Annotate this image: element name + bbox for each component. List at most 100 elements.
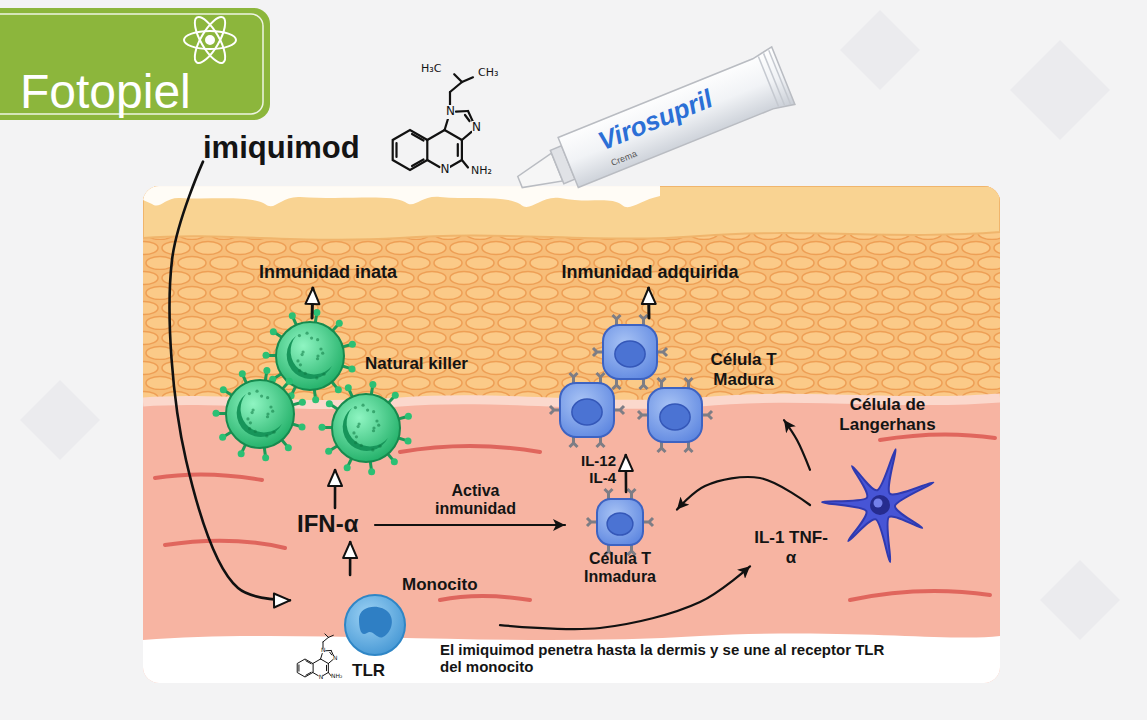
nk-granule xyxy=(357,422,360,425)
nk-spike-tip xyxy=(262,454,269,461)
nk-granule xyxy=(251,408,254,411)
nk-cell xyxy=(319,381,412,475)
nk-spike-tip xyxy=(313,309,320,316)
nk-spike-tip xyxy=(319,424,326,431)
atom-label: H₃C xyxy=(421,63,441,76)
monocyte-nucleus xyxy=(359,607,392,638)
nk-spike-tip xyxy=(285,444,292,451)
nk-spike-tip xyxy=(345,384,352,391)
nk-granule xyxy=(266,396,269,399)
t-cell xyxy=(593,315,667,389)
atom-label: N xyxy=(319,674,324,681)
immunity-label: Inmunidad inata xyxy=(228,260,430,288)
nk-nucleus xyxy=(237,394,282,437)
illustration-part xyxy=(143,186,660,207)
t-receptor xyxy=(587,518,597,526)
nk-granule xyxy=(371,448,374,451)
t-receptor xyxy=(685,378,693,388)
nk-granule xyxy=(352,431,355,434)
illustration-part xyxy=(393,74,474,170)
illustration-part xyxy=(840,10,920,90)
nk-granule xyxy=(246,417,249,420)
t-receptor xyxy=(640,379,648,389)
nk-granule xyxy=(354,406,357,409)
nk-granule xyxy=(372,429,375,432)
illustration-part xyxy=(165,541,285,548)
node-text: Fotopiel xyxy=(20,64,191,119)
nk-granule xyxy=(354,441,357,444)
illustration-part xyxy=(189,13,231,67)
nk-granule xyxy=(360,444,363,447)
nk-spike-tip xyxy=(239,370,246,377)
langerhans-node: Célula de Langerhans xyxy=(810,395,967,565)
illustration-part xyxy=(143,186,1000,240)
nk-spike-tip xyxy=(286,378,293,385)
nk-granule xyxy=(272,431,275,434)
illustration-part xyxy=(206,36,214,44)
t-receptor xyxy=(658,378,666,388)
illustration-part xyxy=(155,434,995,600)
t-receptor xyxy=(638,411,648,419)
illustration-part xyxy=(0,8,270,120)
illustration-part xyxy=(557,47,795,191)
nk-granule xyxy=(372,426,375,429)
nk-cell-group: Natural killer xyxy=(215,318,510,470)
node-text: IL-1 TNF-α xyxy=(750,528,832,567)
illustration-part xyxy=(758,50,791,108)
nk-spike-tip xyxy=(270,328,277,335)
edge-label: Activa inmunidad xyxy=(418,482,533,519)
atom-label: CH₃ xyxy=(478,67,498,80)
nk-spike-tip xyxy=(219,434,226,441)
nk-granule xyxy=(355,435,358,438)
nk-granule xyxy=(319,347,322,350)
atom-label: N xyxy=(333,655,338,662)
nk-granule xyxy=(255,390,258,393)
nk-nucleus xyxy=(343,408,388,451)
langerhans-nucleus xyxy=(870,495,890,515)
nk-cell xyxy=(213,367,306,461)
nk-granule xyxy=(304,372,307,375)
node-text: Célula T Madura xyxy=(705,350,782,389)
t-receptor xyxy=(643,518,653,526)
illustration-part xyxy=(143,186,1000,403)
illustration-part xyxy=(20,380,100,460)
nk-granule xyxy=(322,373,325,376)
illustration-part xyxy=(880,434,995,440)
illustration-part xyxy=(155,474,262,480)
t-receptor xyxy=(658,442,666,452)
edge-label: IL-12 IL-4 xyxy=(566,452,616,487)
nk-granule xyxy=(321,352,324,355)
nk-spike-tip xyxy=(289,312,296,319)
t-cell xyxy=(550,373,624,447)
t-nucleus xyxy=(607,513,633,535)
nk-spike-tip xyxy=(391,458,398,465)
nk-granule xyxy=(298,369,301,372)
t-nucleus xyxy=(660,404,690,430)
arrow-connector xyxy=(624,455,627,492)
nk-body xyxy=(276,322,344,390)
atom-label: N xyxy=(441,163,450,177)
t-body xyxy=(560,383,614,437)
nk-granule xyxy=(310,336,313,339)
illustration-part xyxy=(143,186,1000,683)
t-receptor xyxy=(597,437,605,447)
nk-granule xyxy=(366,408,369,411)
t-receptor xyxy=(570,373,578,383)
immature-t-cell: Célula T Inmadura xyxy=(565,492,677,602)
nk-spike-tip xyxy=(299,424,306,431)
langerhans-body xyxy=(822,449,933,562)
illustration-part xyxy=(143,186,1000,683)
note-text: El imiquimod penetra hasta la dermis y s… xyxy=(440,641,890,676)
nk-granule xyxy=(361,404,364,407)
nk-granule xyxy=(298,334,301,337)
arrow-connector xyxy=(311,288,315,318)
nk-spike-tip xyxy=(213,410,220,417)
node-text: IFN-α xyxy=(297,510,358,538)
t-receptor xyxy=(640,315,648,325)
nk-granule xyxy=(269,405,272,408)
nk-granule xyxy=(265,434,268,437)
nk-spike-tip xyxy=(263,367,270,374)
node-text: Inmunidad inata xyxy=(228,262,428,283)
t-receptor xyxy=(685,442,693,452)
t-receptor xyxy=(613,379,621,389)
